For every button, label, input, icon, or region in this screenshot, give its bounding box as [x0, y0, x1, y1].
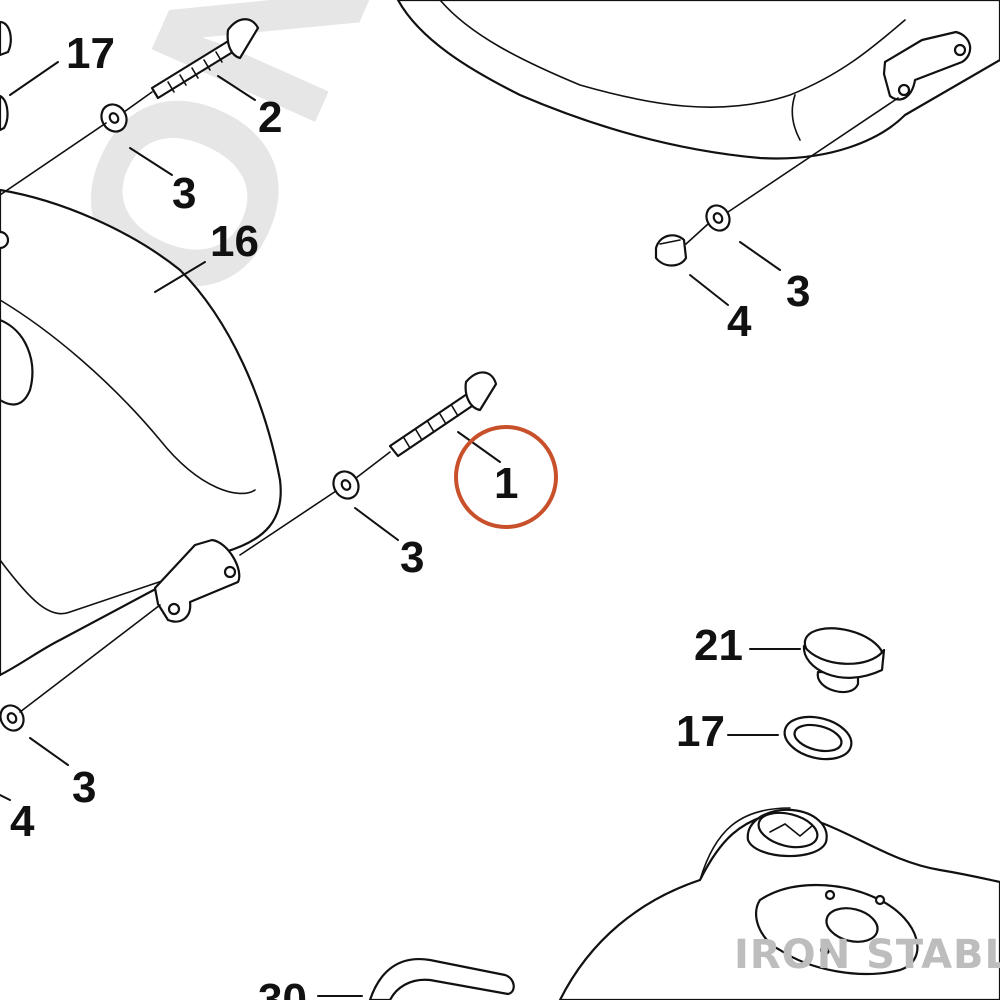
callout-21: 21	[694, 621, 743, 670]
upper-mounting-bracket	[882, 30, 972, 101]
lower-fuel-tank	[558, 807, 1000, 1000]
highlight-circle	[454, 425, 558, 529]
callout-1: 1	[494, 459, 518, 508]
callout-3-upper-left: 3	[172, 169, 196, 218]
leader-lines	[0, 61, 801, 997]
fuel-cap-gasket	[783, 715, 853, 761]
callout-17-lower: 17	[676, 707, 725, 756]
callout-3-lower-left: 3	[72, 763, 96, 812]
upper-right-fender	[396, 0, 1000, 160]
callout-4-upper: 4	[727, 297, 752, 346]
callout-4-lower: 4	[10, 797, 35, 846]
washer-upper-right	[705, 204, 731, 232]
callout-2: 2	[258, 93, 282, 142]
long-bolt-center	[388, 371, 498, 458]
callout-16: 16	[210, 217, 259, 266]
brand-watermark: IRON STABLE	[734, 932, 1000, 978]
callout-3-upper-right: 3	[786, 267, 810, 316]
fuel-cap	[802, 627, 886, 694]
callout-17-upper: 17	[66, 29, 115, 78]
acorn-nut	[654, 234, 688, 267]
assembly-lines	[0, 91, 899, 713]
lower-mounting-bracket	[153, 538, 241, 623]
hose	[368, 957, 515, 1000]
washer-center	[332, 470, 360, 500]
callout-30: 30	[258, 975, 307, 1000]
callout-3-center: 3	[400, 533, 424, 582]
callout-labels: 17 2 3 16 3 4 1 3 21 17 3 4 30	[10, 29, 810, 1000]
washer-lower-left	[0, 704, 25, 732]
long-bolt-upper	[150, 18, 260, 100]
